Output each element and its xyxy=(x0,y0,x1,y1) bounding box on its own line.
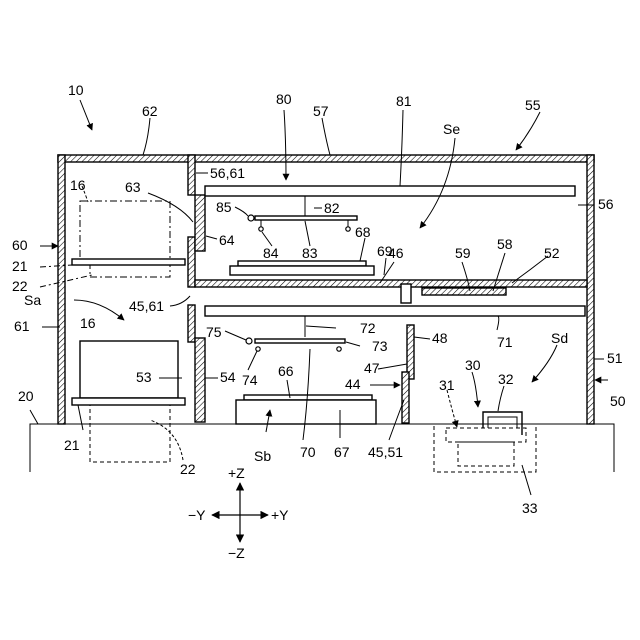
axis-plus-z: +Z xyxy=(228,465,245,481)
upper-chamber xyxy=(205,186,575,275)
table-21-upper xyxy=(72,259,185,265)
label-50: 50 xyxy=(610,393,626,409)
label-81: 81 xyxy=(396,93,412,109)
label-70: 70 xyxy=(300,444,316,460)
label-30: 30 xyxy=(465,357,481,373)
label-61: 61 xyxy=(14,318,30,334)
top-wall-57 xyxy=(58,155,594,162)
label-63: 63 xyxy=(125,179,141,195)
label-31: 31 xyxy=(439,377,455,393)
label-60: 60 xyxy=(12,237,28,253)
rail-81 xyxy=(205,186,575,196)
label-20: 20 xyxy=(18,388,34,404)
label-52: 52 xyxy=(544,245,560,261)
axis-compass xyxy=(212,483,268,542)
label-85: 85 xyxy=(216,199,232,215)
label-45-51: 45,51 xyxy=(368,444,403,460)
axis-minus-z: −Z xyxy=(228,545,245,561)
label-53: 53 xyxy=(136,369,152,385)
label-58: 58 xyxy=(497,236,513,252)
label-47: 47 xyxy=(364,360,380,376)
partition-lower xyxy=(188,305,195,342)
unit-33 xyxy=(434,424,536,472)
rail-71 xyxy=(205,306,585,316)
reference-numerals: 10 62 80 57 81 55 Se 16 63 56,61 56 85 8… xyxy=(12,82,626,516)
unit-31 xyxy=(446,428,526,442)
label-10: 10 xyxy=(68,82,84,98)
label-21-upper: 21 xyxy=(12,258,28,274)
label-57: 57 xyxy=(313,103,329,119)
label-62: 62 xyxy=(142,103,158,119)
label-32: 32 xyxy=(498,371,514,387)
label-44: 44 xyxy=(345,376,361,392)
label-sb: Sb xyxy=(254,448,271,464)
axis-labels: +Z −Z −Y +Y xyxy=(188,465,289,561)
floor-tab xyxy=(401,284,411,303)
label-82: 82 xyxy=(324,200,340,216)
label-21-lower: 21 xyxy=(64,437,80,453)
label-sa: Sa xyxy=(24,292,41,308)
partition-middle xyxy=(188,237,195,287)
label-73: 73 xyxy=(372,338,388,354)
label-59: 59 xyxy=(455,245,471,261)
head-73 xyxy=(255,339,345,343)
label-72: 72 xyxy=(360,320,376,336)
head-83 xyxy=(255,216,357,220)
label-sd: Sd xyxy=(551,330,568,346)
label-84: 84 xyxy=(263,245,279,261)
label-16-lower: 16 xyxy=(80,315,96,331)
label-67: 67 xyxy=(334,444,350,460)
base-20 xyxy=(30,424,614,472)
mid-floor-46 xyxy=(195,280,587,287)
label-68: 68 xyxy=(355,224,371,240)
door-54 xyxy=(195,338,205,422)
label-74: 74 xyxy=(242,372,258,388)
label-83: 83 xyxy=(302,245,318,261)
label-66: 66 xyxy=(278,363,294,379)
label-16-upper: 16 xyxy=(70,177,86,193)
wall-45-51 xyxy=(402,372,409,423)
label-64: 64 xyxy=(219,232,235,248)
table-upper xyxy=(230,266,374,275)
left-wall-61 xyxy=(58,155,65,424)
table-21-lower xyxy=(72,398,185,405)
label-33: 33 xyxy=(522,500,538,516)
label-56: 56 xyxy=(598,196,614,212)
wall-48 xyxy=(407,325,414,379)
label-se: Se xyxy=(443,121,460,137)
label-56-61: 56,61 xyxy=(210,165,245,181)
label-22-lower: 22 xyxy=(180,461,196,477)
stage-16-lower xyxy=(72,341,185,462)
partition-upper xyxy=(188,155,195,195)
label-75: 75 xyxy=(206,324,222,340)
label-48: 48 xyxy=(432,330,448,346)
right-wall-51 xyxy=(587,155,594,424)
unit-30 xyxy=(434,412,536,472)
label-45-61-upper: 45,61 xyxy=(129,298,164,314)
label-54: 54 xyxy=(220,369,236,385)
label-46: 46 xyxy=(388,245,404,261)
plate-68 xyxy=(238,261,366,266)
label-71: 71 xyxy=(497,334,513,350)
label-80: 80 xyxy=(276,91,292,107)
stage-16-upper xyxy=(72,201,185,277)
axis-minus-y: −Y xyxy=(188,507,206,523)
door-64 xyxy=(195,195,205,251)
axis-plus-y: +Y xyxy=(271,507,289,523)
lower-chamber xyxy=(205,306,585,424)
plate-66 xyxy=(244,395,372,400)
label-51: 51 xyxy=(607,350,623,366)
label-55: 55 xyxy=(525,97,541,113)
